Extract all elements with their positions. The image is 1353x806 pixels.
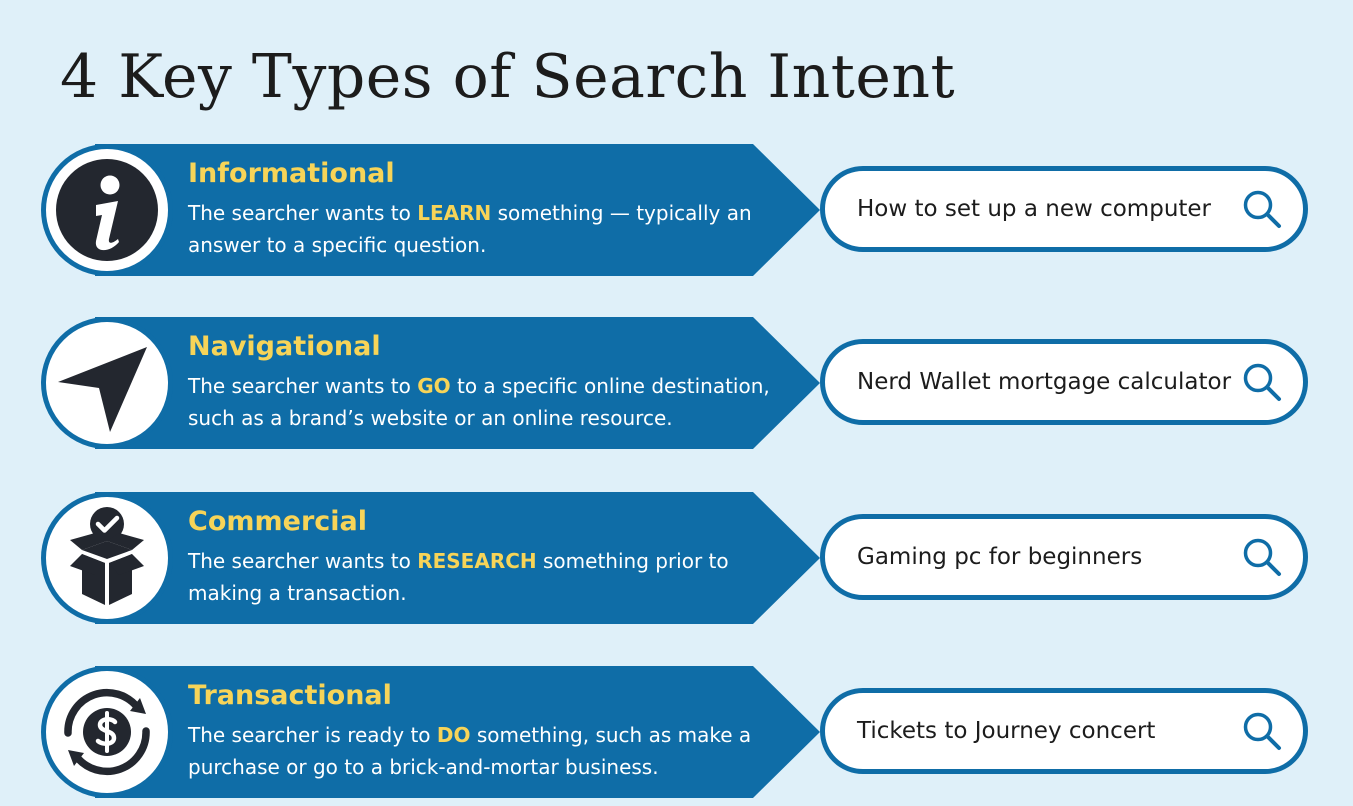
search-icon[interactable] bbox=[1241, 188, 1283, 230]
example-query: Gaming pc for beginners bbox=[857, 544, 1143, 570]
intent-keyword: DO bbox=[436, 723, 471, 747]
intent-row-informational: Informational The searcher wants to LEAR… bbox=[0, 144, 1353, 284]
example-search-box[interactable]: How to set up a new computer bbox=[820, 166, 1308, 252]
intent-keyword: GO bbox=[417, 374, 451, 398]
intent-row-navigational: Navigational The searcher wants to GO to… bbox=[0, 317, 1353, 457]
example-search-box[interactable]: Gaming pc for beginners bbox=[820, 514, 1308, 600]
intent-band bbox=[95, 666, 820, 798]
intent-keyword: RESEARCH bbox=[417, 549, 537, 573]
intent-description: The searcher wants to RESEARCH something… bbox=[188, 549, 729, 605]
intent-band bbox=[95, 144, 820, 276]
intent-description: The searcher wants to GO to a specific o… bbox=[188, 374, 770, 430]
icon-circle bbox=[41, 492, 173, 624]
example-query: Nerd Wallet mortgage calculator bbox=[857, 369, 1232, 395]
intent-title: Transactional bbox=[188, 680, 392, 711]
intent-row-transactional: Transactional The searcher is ready to D… bbox=[0, 666, 1353, 806]
intent-band bbox=[95, 317, 820, 449]
search-icon[interactable] bbox=[1241, 710, 1283, 752]
example-query: Tickets to Journey concert bbox=[857, 718, 1156, 744]
page-title: 4 Key Types of Search Intent bbox=[60, 42, 956, 112]
example-search-box[interactable]: Tickets to Journey concert bbox=[820, 688, 1308, 774]
icon-circle bbox=[41, 317, 173, 449]
intent-title: Navigational bbox=[188, 331, 381, 362]
intent-title: Informational bbox=[188, 158, 395, 189]
intent-band bbox=[95, 492, 820, 624]
intent-title: Commercial bbox=[188, 506, 367, 537]
intent-row-commercial: Commercial The searcher wants to RESEARC… bbox=[0, 492, 1353, 632]
intent-description: The searcher wants to LEARN something — … bbox=[188, 201, 752, 257]
search-icon[interactable] bbox=[1241, 536, 1283, 578]
example-query: How to set up a new computer bbox=[857, 196, 1212, 222]
navigation-arrow-icon bbox=[58, 347, 147, 432]
dollar-cycle-icon bbox=[64, 688, 150, 776]
checked-box-icon bbox=[70, 507, 144, 605]
example-search-box[interactable]: Nerd Wallet mortgage calculator bbox=[820, 339, 1308, 425]
icon-circle bbox=[41, 144, 173, 276]
intent-keyword: LEARN bbox=[417, 201, 492, 225]
search-icon[interactable] bbox=[1241, 361, 1283, 403]
info-icon bbox=[56, 159, 158, 261]
intent-description: The searcher is ready to DO something, s… bbox=[188, 723, 752, 779]
icon-circle bbox=[41, 666, 173, 798]
